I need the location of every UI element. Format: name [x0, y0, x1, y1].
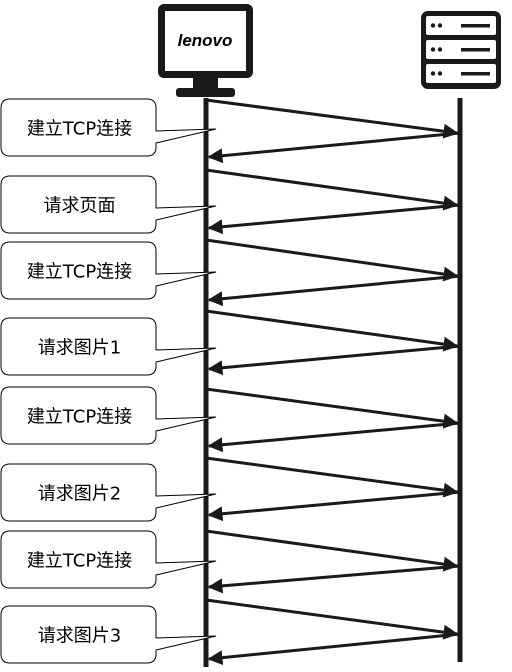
- response-arrow: [207, 274, 461, 307]
- response-arrow: [207, 131, 461, 164]
- step-label: 请求图片1: [38, 338, 121, 359]
- response-arrow: [207, 344, 461, 376]
- step-label: 建立TCP连接: [27, 119, 132, 140]
- callout-bubble: [0, 605, 217, 664]
- step-label: 请求图片2: [38, 484, 121, 505]
- request-arrow: [205, 456, 459, 498]
- step-callout: 建立TCP连接: [0, 241, 217, 300]
- response-arrow: [207, 564, 461, 594]
- request-arrow: [205, 238, 459, 282]
- request-arrow: [205, 598, 459, 640]
- step-callouts: 建立TCP连接请求页面建立TCP连接请求图片1建立TCP连接请求图片2建立TCP…: [0, 98, 217, 664]
- step-callout: 请求图片2: [0, 463, 217, 522]
- step-callout: 建立TCP连接: [0, 530, 217, 589]
- step-callout: 请求页面: [0, 175, 217, 234]
- request-arrow: [205, 98, 459, 139]
- step-callout: 建立TCP连接: [0, 98, 217, 157]
- callout-bubble: [0, 530, 217, 589]
- callout-bubble: [0, 317, 217, 376]
- step-callout: 请求图片1: [0, 317, 217, 376]
- response-arrow: [207, 421, 461, 453]
- request-arrow: [205, 529, 459, 572]
- step-label: 建立TCP连接: [27, 551, 132, 572]
- request-arrow: [205, 168, 459, 211]
- server-rack-icon: [421, 11, 501, 89]
- callout-bubble: [0, 463, 217, 522]
- computer-monitor-icon: lenovo: [158, 4, 253, 97]
- response-arrow: [207, 203, 461, 235]
- message-arrows: [205, 98, 461, 666]
- response-arrow: [207, 632, 461, 666]
- step-label: 建立TCP连接: [27, 407, 132, 428]
- step-label: 请求图片3: [38, 626, 121, 647]
- callout-bubble: [0, 98, 217, 157]
- request-arrow: [205, 309, 459, 352]
- lenovo-logo: lenovo: [178, 31, 233, 50]
- step-label: 建立TCP连接: [27, 262, 132, 283]
- callout-bubble: [0, 386, 217, 445]
- request-arrow: [205, 387, 459, 429]
- step-callout: 建立TCP连接: [0, 386, 217, 445]
- callout-bubble: [0, 241, 217, 300]
- response-arrow: [207, 490, 461, 522]
- callout-bubble: [0, 175, 217, 234]
- step-label: 请求页面: [44, 196, 116, 217]
- step-callout: 请求图片3: [0, 605, 217, 664]
